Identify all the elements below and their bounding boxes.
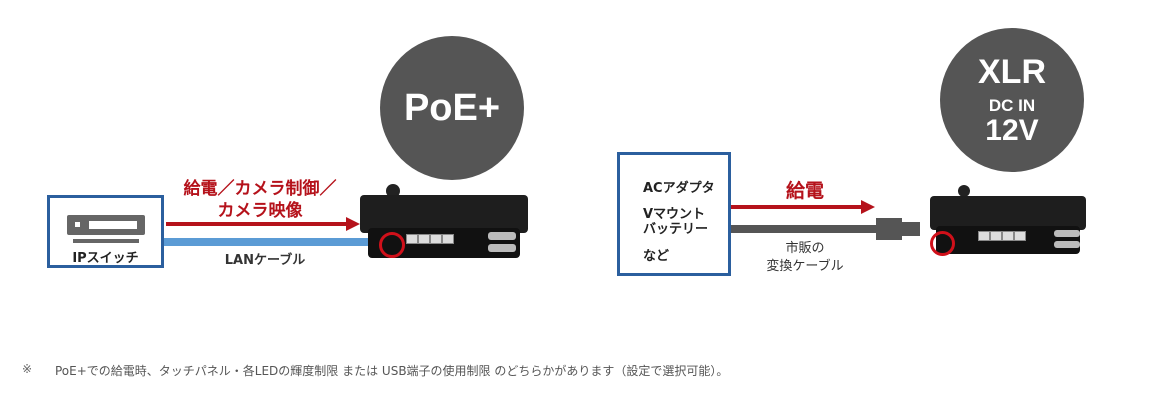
cable-plug-icon [876,218,902,240]
conversion-cable [731,225,877,233]
cable-label-line1: 市販の [785,241,825,256]
poe-badge-label: PoE+ [403,87,501,129]
dc-in-label: DC IN [988,95,1036,115]
network-switch-icon [67,211,145,243]
footnote-text: PoE+での給電時、タッチパネル・各LEDの輝度制限 または USB端子の使用制… [55,364,729,378]
lan-cable [164,238,382,246]
lan-cable-label: LANケーブル [224,253,306,268]
etc-label: など [643,249,670,264]
right-arrow-label: 給電 [785,180,824,202]
xlr-port-highlight [930,231,955,256]
xlr-label: XLR [978,52,1046,91]
arrow-label-line1: 給電／カメラ制御／ [183,179,337,199]
power-arrow-line [731,205,863,209]
ac-adapter-label: ACアダプタ [643,181,715,196]
battery-label: バッテリー [643,222,709,237]
v-mount-label: Vマウント [643,207,706,222]
cable-plug-tip [902,222,920,236]
xlr-badge: XLR DC IN 12V [940,28,1084,172]
voltage-label: 12V [985,113,1039,147]
poe-badge: PoE+ [380,36,524,180]
arrow-label-line2: カメラ映像 [217,201,303,221]
power-arrow-line [166,222,348,226]
cable-label: 市販の 変換ケーブル [740,240,870,276]
arrow-head-icon [861,200,875,214]
arrow-head-icon [346,217,360,231]
ip-switch-box: IPスイッチ [47,195,164,268]
ip-switch-label: IPスイッチ [72,251,139,266]
footnote-mark: ※ [22,362,33,376]
left-arrow-label: 給電／カメラ制御／ カメラ映像 [160,178,360,222]
cable-label-line2: 変換ケーブル [766,259,844,274]
power-source-box: ACアダプタ Vマウント バッテリー など [617,152,731,276]
lan-port-highlight [379,232,405,258]
